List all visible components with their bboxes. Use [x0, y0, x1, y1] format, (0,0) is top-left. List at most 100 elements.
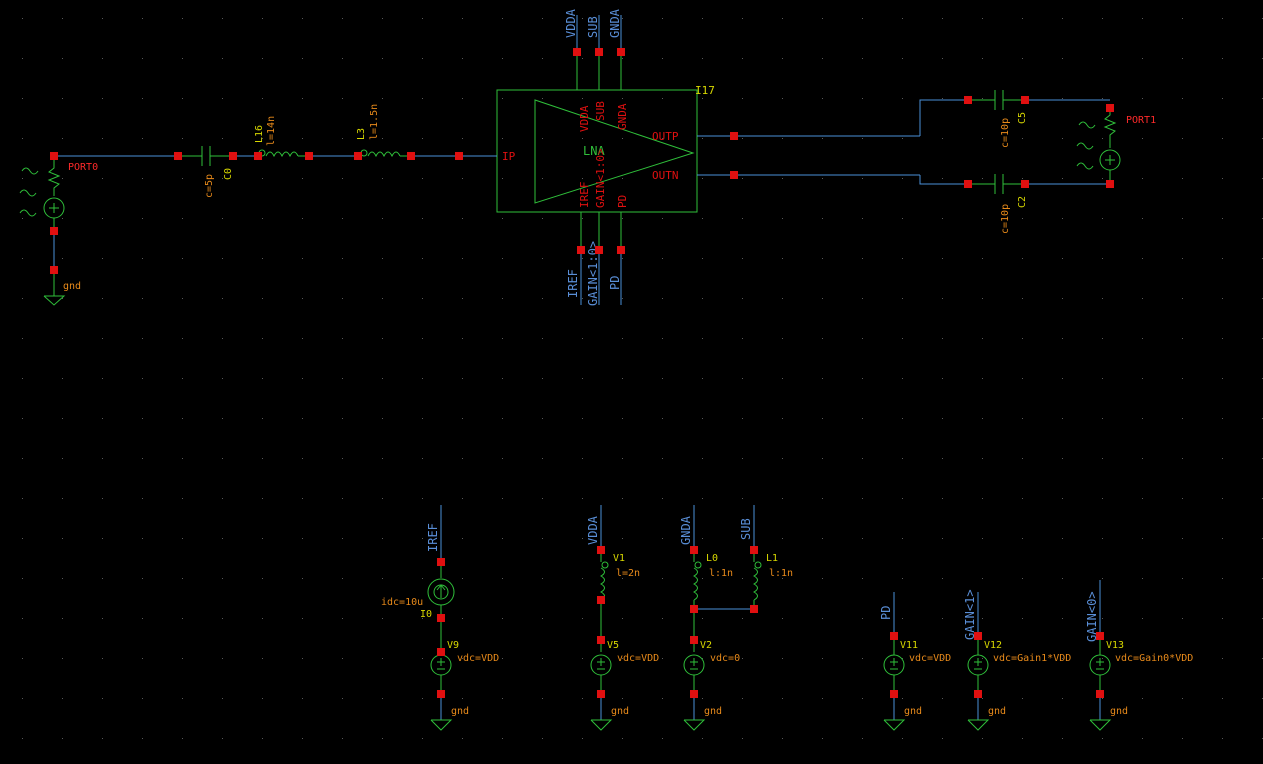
- pin-iref-label: IREF: [578, 182, 591, 209]
- c2-capacitor[interactable]: [968, 174, 1025, 194]
- port1-name: PORT1: [1126, 115, 1156, 126]
- pin-square[interactable]: [690, 636, 698, 644]
- lna-block[interactable]: I17 LNA IP OUTP OUTN VDDA SUB GNDA IREF …: [496, 84, 715, 213]
- net-label-gain: GAIN<1:0>: [586, 241, 600, 306]
- net-label-bias-vdda: VDDA: [586, 515, 600, 545]
- v2-gnd: gnd: [704, 706, 722, 717]
- pin-square[interactable]: [750, 546, 758, 554]
- pin-square[interactable]: [597, 690, 605, 698]
- pin-pd-label: PD: [616, 195, 629, 208]
- pin-square[interactable]: [437, 648, 445, 656]
- v9-gnd: gnd: [451, 706, 469, 717]
- l0-name: L0: [706, 553, 718, 564]
- pin-square[interactable]: [1106, 180, 1114, 188]
- pin-square[interactable]: [690, 605, 698, 613]
- pin-square[interactable]: [305, 152, 313, 160]
- pin-square[interactable]: [174, 152, 182, 160]
- grid-dots: [22, 18, 1263, 739]
- pin-square[interactable]: [890, 632, 898, 640]
- l1-name: L1: [766, 553, 778, 564]
- v5-value: vdc=VDD: [617, 653, 659, 664]
- pin-square[interactable]: [1096, 690, 1104, 698]
- pin-square[interactable]: [730, 171, 738, 179]
- net-label-gnda: GNDA: [608, 8, 622, 38]
- v12-value: vdc=Gain1*VDD: [993, 653, 1071, 664]
- pin-square[interactable]: [1096, 632, 1104, 640]
- pin-square[interactable]: [890, 690, 898, 698]
- pin-outn-label: OUTN: [652, 169, 679, 182]
- pin-square[interactable]: [254, 152, 262, 160]
- pin-square[interactable]: [50, 227, 58, 235]
- v2-name: V2: [700, 640, 712, 651]
- net-label-vdda: VDDA: [564, 8, 578, 38]
- pin-square[interactable]: [573, 48, 581, 56]
- pin-square[interactable]: [617, 246, 625, 254]
- l3-value: l=1.5n: [369, 104, 380, 140]
- c5-capacitor[interactable]: [968, 90, 1025, 110]
- net-label-bias-sub: SUB: [739, 518, 753, 540]
- pin-square[interactable]: [730, 132, 738, 140]
- l1-inductor[interactable]: [752, 550, 762, 609]
- pin-square[interactable]: [1021, 96, 1029, 104]
- net-label-pd: PD: [608, 276, 622, 290]
- net-label-sub: SUB: [586, 16, 600, 38]
- pin-square[interactable]: [617, 48, 625, 56]
- pin-square[interactable]: [50, 266, 58, 274]
- pin-square[interactable]: [437, 558, 445, 566]
- pin-square[interactable]: [690, 546, 698, 554]
- pin-square[interactable]: [964, 180, 972, 188]
- pin-vdda-label: VDDA: [578, 105, 591, 132]
- pin-square[interactable]: [455, 152, 463, 160]
- v5-gnd: gnd: [611, 706, 629, 717]
- pin-square[interactable]: [437, 690, 445, 698]
- l16-inductor[interactable]: [258, 149, 309, 158]
- pin-square[interactable]: [964, 96, 972, 104]
- c0-capacitor[interactable]: [178, 146, 233, 166]
- net-label-bias-gain0: GAIN<0>: [1085, 591, 1099, 642]
- v11-name: V11: [900, 640, 918, 651]
- v12-gnd: gnd: [988, 706, 1006, 717]
- v9-value: vdc=VDD: [457, 653, 499, 664]
- port0-source[interactable]: [19, 160, 66, 306]
- port1-source[interactable]: [1076, 108, 1121, 184]
- v12-name: V12: [984, 640, 1002, 651]
- pin-square[interactable]: [354, 152, 362, 160]
- instance-name: I17: [695, 84, 715, 97]
- pin-square[interactable]: [577, 246, 585, 254]
- pin-square[interactable]: [974, 690, 982, 698]
- c5-value: c=10p: [1000, 118, 1011, 148]
- l0-value: l:1n: [709, 568, 733, 579]
- v2-source[interactable]: [683, 654, 706, 731]
- pin-square[interactable]: [974, 632, 982, 640]
- c5-name: C5: [1017, 112, 1028, 124]
- pin-square[interactable]: [750, 605, 758, 613]
- v11-source[interactable]: [883, 636, 906, 731]
- pin-sub-label: SUB: [594, 101, 607, 121]
- port0-gnd-label: gnd: [63, 281, 81, 292]
- pin-square[interactable]: [437, 614, 445, 622]
- pin-square[interactable]: [407, 152, 415, 160]
- v13-value: vdc=Gain0*VDD: [1115, 653, 1193, 664]
- v5-name: V5: [607, 640, 619, 651]
- pin-square[interactable]: [597, 596, 605, 604]
- port0-name: PORT0: [68, 162, 98, 173]
- i0-current-source[interactable]: [427, 562, 455, 652]
- v13-gnd: gnd: [1110, 706, 1128, 717]
- i0-value: idc=10u: [381, 597, 423, 608]
- l3-inductor[interactable]: [360, 149, 411, 158]
- pin-square[interactable]: [595, 246, 603, 254]
- c2-value: c=10p: [1000, 204, 1011, 234]
- c2-name: C2: [1017, 196, 1028, 208]
- pin-square[interactable]: [229, 152, 237, 160]
- pin-square[interactable]: [1021, 180, 1029, 188]
- pin-square[interactable]: [1106, 104, 1114, 112]
- net-label-bias-pd: PD: [879, 606, 893, 620]
- pin-square[interactable]: [595, 48, 603, 56]
- v2-value: vdc=0: [710, 653, 740, 664]
- l16-name: L16: [254, 125, 265, 143]
- pin-square[interactable]: [597, 636, 605, 644]
- pin-square[interactable]: [50, 152, 58, 160]
- pin-square[interactable]: [597, 546, 605, 554]
- pin-square[interactable]: [690, 690, 698, 698]
